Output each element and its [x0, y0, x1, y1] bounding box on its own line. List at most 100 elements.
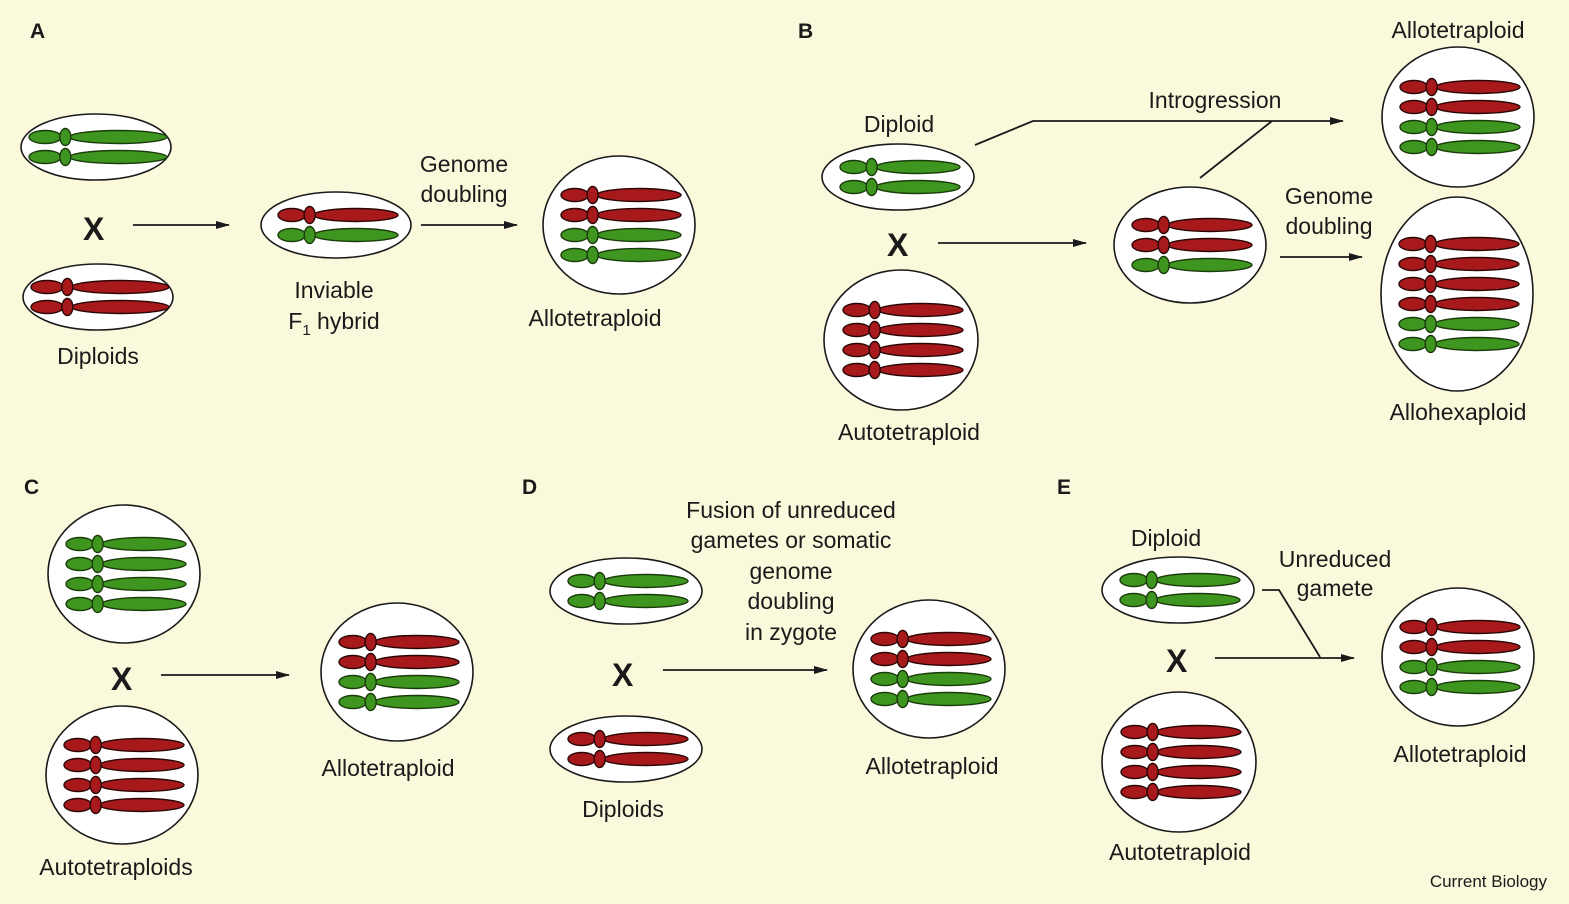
- centromere: [868, 320, 881, 340]
- label-diploid: Diploid: [864, 111, 934, 137]
- unreduced-gamete-line: [1262, 589, 1321, 658]
- label-allotetraploid: Allotetraploid: [1392, 17, 1525, 43]
- chromosome-red: [63, 735, 185, 755]
- mechanism-line: gametes or somatic: [691, 527, 892, 553]
- chromosome-red: [560, 205, 682, 225]
- panel-letter-c: C: [24, 476, 39, 499]
- label-allohexaploid: Allohexaploid: [1390, 399, 1527, 425]
- centromere: [1424, 334, 1437, 354]
- cell-c-parent-red: [45, 705, 199, 845]
- chromosome-red: [560, 185, 682, 205]
- chromosome-green: [1399, 117, 1521, 137]
- cell-d-parent-green: [549, 557, 703, 625]
- mechanism-line: Fusion of unreduced: [686, 497, 896, 523]
- centromere: [1424, 234, 1437, 254]
- chromosome-red: [1399, 637, 1521, 657]
- chromosome-red: [1120, 782, 1242, 802]
- centromere: [593, 591, 606, 611]
- centromere: [1425, 77, 1438, 97]
- centromere: [1425, 617, 1438, 637]
- cross-symbol: X: [111, 661, 133, 697]
- chromosome-red: [567, 729, 689, 749]
- label-allotetraploid: Allotetraploid: [322, 755, 455, 781]
- chromosome-red: [567, 749, 689, 769]
- centromere: [303, 205, 316, 225]
- chromosome-red: [1399, 617, 1521, 637]
- cell-b-allohexaploid: [1380, 196, 1534, 392]
- chromosome-red: [63, 755, 185, 775]
- centromere: [1425, 677, 1438, 697]
- label-autotetraploids: Autotetraploids: [39, 854, 192, 880]
- centromere: [586, 185, 599, 205]
- cross-symbol: X: [612, 657, 634, 693]
- chromosome-green: [567, 571, 689, 591]
- chromosome-green: [1398, 314, 1520, 334]
- centromere: [586, 205, 599, 225]
- centromere: [1145, 590, 1158, 610]
- panel-e: E Diploid X Autotetraploid Unreduced gam…: [1057, 476, 1535, 865]
- centromere: [364, 632, 377, 652]
- label-introgression: Introgression: [1149, 87, 1282, 113]
- panel-c: C X Autotetraploids Allotetraploid: [24, 476, 474, 880]
- panel-letter-a: A: [30, 20, 45, 43]
- cross-symbol: X: [887, 227, 909, 263]
- centromere: [1424, 314, 1437, 334]
- centromere: [896, 649, 909, 669]
- centromere: [586, 245, 599, 265]
- centromere: [91, 554, 104, 574]
- chromosome-green: [1398, 334, 1520, 354]
- label-diploid: Diploid: [1131, 525, 1201, 551]
- chromosome-green: [65, 574, 187, 594]
- chromosome-red: [1131, 215, 1253, 235]
- chromosome-red: [63, 775, 185, 795]
- chromosome-red: [1398, 274, 1520, 294]
- panel-letter-b: B: [798, 20, 813, 43]
- chromosome-green: [1399, 137, 1521, 157]
- cell-outline: [821, 143, 975, 211]
- centromere: [1145, 570, 1158, 590]
- centromere: [1425, 637, 1438, 657]
- centromere: [1424, 254, 1437, 274]
- centromere: [364, 692, 377, 712]
- centromere: [1146, 722, 1159, 742]
- cell-outline: [549, 557, 703, 625]
- label-diploids: Diploids: [57, 343, 139, 369]
- cell-outline: [1380, 196, 1534, 392]
- cell-b-hybrid: [1113, 186, 1267, 304]
- chromosome-red: [1120, 742, 1242, 762]
- centromere: [868, 340, 881, 360]
- centromere: [1146, 762, 1159, 782]
- label-allotetraploid: Allotetraploid: [1394, 741, 1527, 767]
- label-genome: Genome: [1285, 183, 1373, 209]
- chromosome-green: [567, 591, 689, 611]
- centromere: [865, 177, 878, 197]
- chromosome-green: [560, 225, 682, 245]
- chromosome-red: [338, 652, 460, 672]
- chromosome-red: [277, 205, 399, 225]
- centromere: [865, 157, 878, 177]
- label-unreduced: Unreduced: [1279, 546, 1392, 572]
- centromere: [896, 629, 909, 649]
- centromere: [1425, 117, 1438, 137]
- centromere: [1146, 742, 1159, 762]
- label-autotetraploid: Autotetraploid: [1109, 839, 1251, 865]
- chromosome-red: [842, 340, 964, 360]
- centromere: [868, 360, 881, 380]
- panel-a: A X Diploids Inviable F1 hybrid Genome d…: [20, 20, 696, 369]
- centromere: [89, 735, 102, 755]
- centromere: [91, 574, 104, 594]
- cross-symbol: X: [1166, 643, 1188, 679]
- cell-d-allotetraploid: [852, 599, 1006, 739]
- centromere: [89, 775, 102, 795]
- chromosome-green: [65, 554, 187, 574]
- centromere: [896, 669, 909, 689]
- centromere: [91, 534, 104, 554]
- cell-b-allotetraploid: [1381, 46, 1535, 188]
- chromosome-red: [63, 795, 185, 815]
- cell-e-parent-diploid: [1101, 556, 1255, 624]
- cell-a-parent-bottom: [22, 263, 174, 331]
- panel-b: B Diploid X Autotetraploid Introgression…: [798, 17, 1535, 445]
- label-genome: Genome: [420, 151, 508, 177]
- chromosome-red: [1120, 762, 1242, 782]
- cell-b-parent-autotetraploid: [823, 269, 979, 411]
